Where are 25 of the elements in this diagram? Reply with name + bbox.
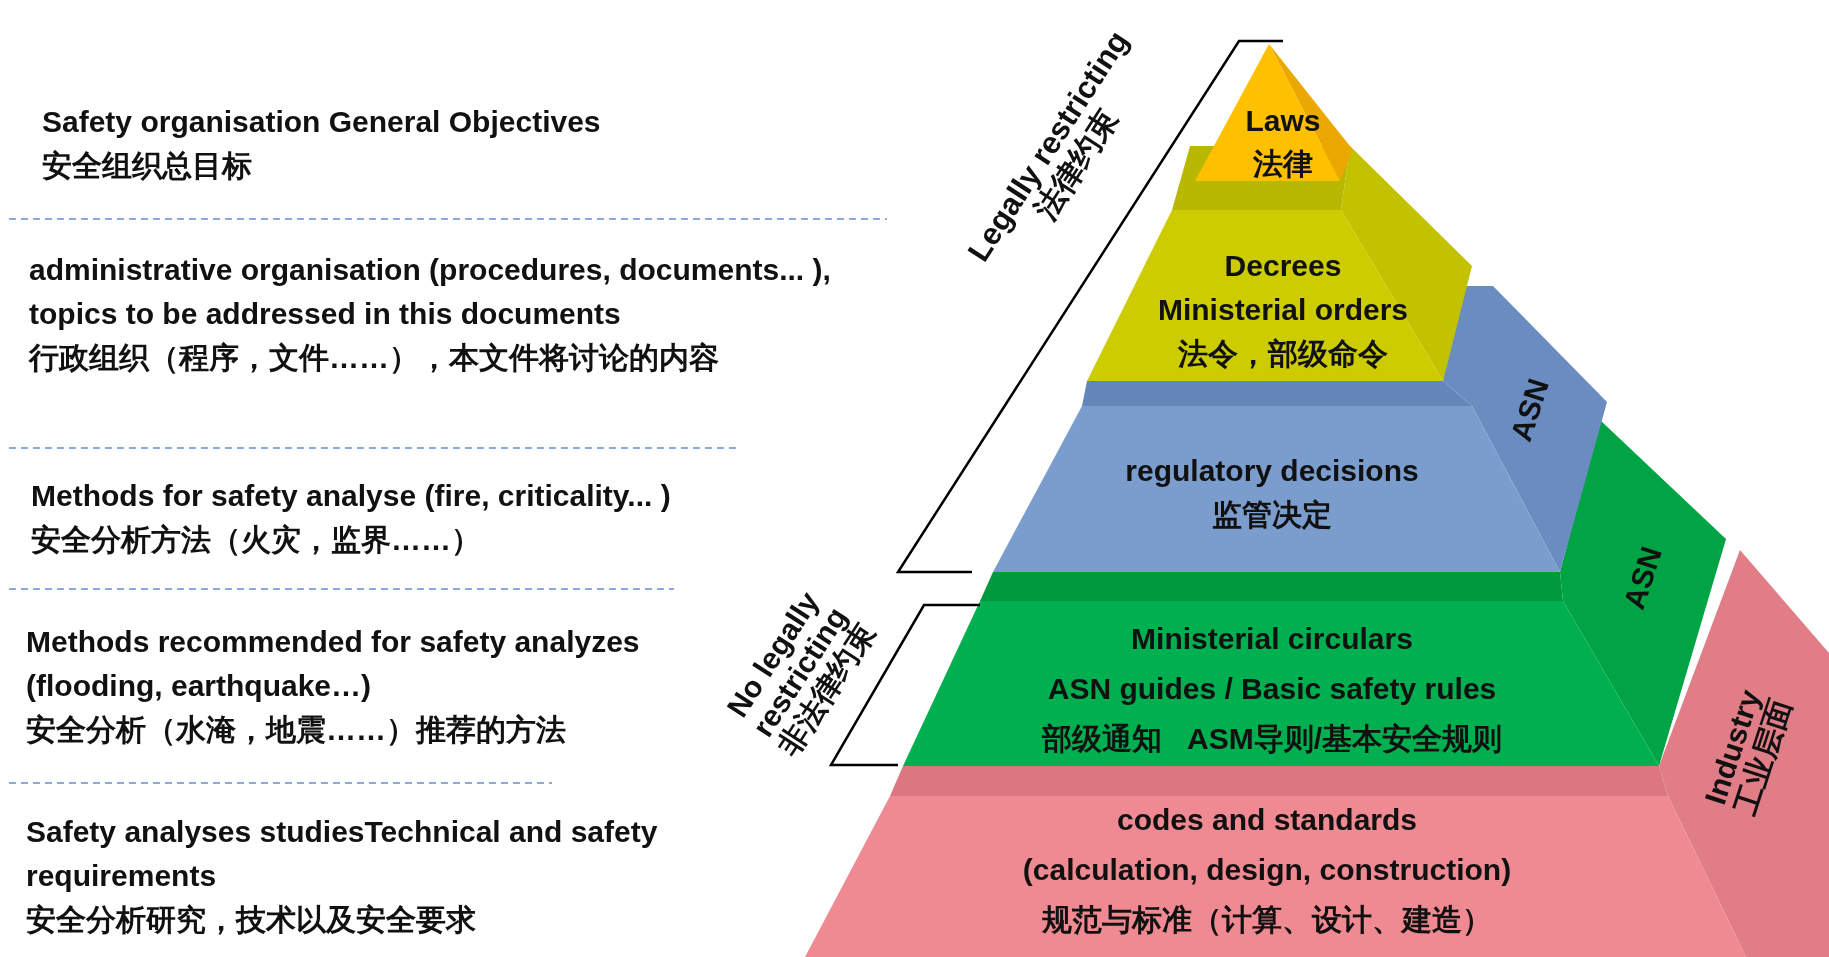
- description-text: Safety analyses studiesTechnical and safety requirements: [26, 814, 659, 894]
- layer-text: Ministerial orders: [1157, 292, 1409, 328]
- layer-text: Decrees: [1224, 248, 1342, 284]
- description-text: Methods for safety analyse (fire, criticality... ): [31, 478, 671, 514]
- layer-text: (calculation, design, construction): [1022, 852, 1512, 888]
- translation-text: 行政组织（程序，文件……），本文件将讨论的内容: [29, 340, 720, 376]
- layer-text: 法律: [1253, 146, 1313, 182]
- layer-text: Ministerial circulars: [1131, 621, 1413, 657]
- layer-text: 监管决定: [1212, 497, 1332, 533]
- layer-text: 规范与标准（计算、设计、建造）: [1042, 902, 1492, 938]
- description-text: administrative organisation (procedures, documents... ), topics to be addressed in this documents: [29, 252, 832, 332]
- translation-text: 安全组织总目标: [42, 148, 253, 184]
- translation-text: 安全分析方法（火灾，监界……）: [31, 522, 482, 558]
- description-text: Safety organisation General Objectives: [42, 104, 601, 140]
- side-label: ASN: [1618, 542, 1668, 614]
- description-text: Methods recommended for safety analyzes (flooding, earthquake…): [26, 624, 641, 704]
- layer-text: regulatory decisions: [1125, 453, 1419, 489]
- layer-text: Laws: [1245, 103, 1321, 139]
- layer-text: 部级通知 ASM导则/基本安全规则: [1042, 721, 1502, 757]
- side-label: ASN: [1505, 374, 1555, 446]
- layer-text: codes and standards: [1116, 802, 1418, 838]
- translation-text: 安全分析（水淹，地震……）推荐的方法: [26, 712, 567, 748]
- translation-text: 安全分析研究，技术以及安全要求: [26, 902, 477, 938]
- layer-text: 法令，部级命令: [1178, 336, 1388, 372]
- layer-text: ASN guides / Basic safety rules: [1047, 671, 1497, 707]
